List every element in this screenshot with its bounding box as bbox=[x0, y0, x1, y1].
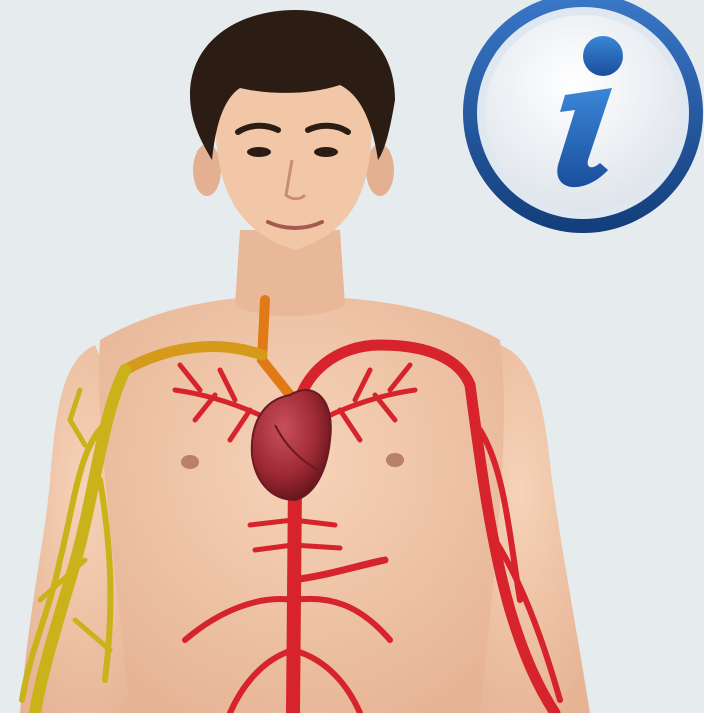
info-badge[interactable] bbox=[463, 0, 703, 233]
right-nipple bbox=[386, 453, 404, 467]
left-eye bbox=[247, 147, 271, 157]
left-ear bbox=[193, 144, 221, 196]
right-eye bbox=[314, 147, 338, 157]
left-nipple bbox=[181, 455, 199, 469]
descending-aorta bbox=[293, 480, 295, 713]
info-icon-dot bbox=[583, 36, 623, 76]
